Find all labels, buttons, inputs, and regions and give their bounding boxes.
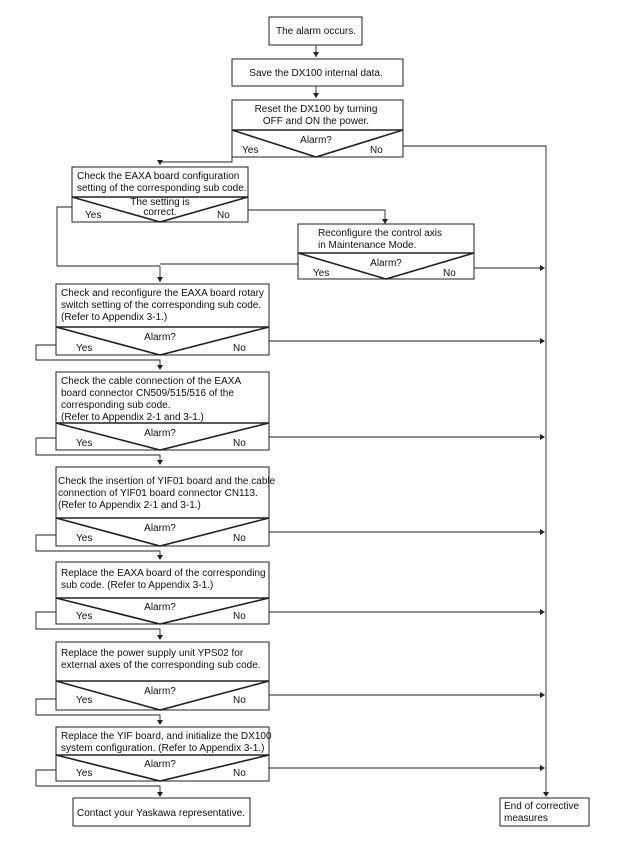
decision-alarm-label: Alarm?: [144, 686, 176, 697]
step-reconfigure-line-2: in Maintenance Mode.: [318, 240, 416, 251]
decision-setting-correct-line-1: The setting is: [130, 197, 189, 208]
decision-triangle: [297, 252, 475, 280]
step-end-line-2: measures: [504, 813, 548, 824]
decision-triangle: [231, 129, 404, 158]
step-save-text: Save the DX100 internal data.: [249, 68, 382, 79]
decision-no-label: No: [233, 611, 246, 622]
arrow-heads: [157, 52, 549, 797]
decision-triangle: [71, 196, 249, 223]
decision-no-label: No: [443, 268, 456, 279]
step-check-config-line-1: Check the EAXA board configuration: [77, 171, 239, 182]
step-replace-power-line-1: Replace the power supply unit YPS02 for: [61, 648, 244, 659]
step-check-config-line-2: setting of the corresponding sub code.: [77, 183, 247, 194]
step-cable-line-4: (Refer to Appendix 2-1 and 3-1.): [61, 412, 204, 423]
step-check-yif01-insertion: Check the insertion of YIF01 board and t…: [55, 466, 276, 547]
decision-yes-label: Yes: [76, 343, 92, 354]
decision-yes-label: Yes: [85, 210, 101, 221]
decision-triangle: [55, 754, 270, 782]
step-check-eaxa-configuration: Check the EAXA board configuration setti…: [71, 166, 249, 223]
step-replace-yif-line-2: system configuration. (Refer to Appendix…: [61, 743, 264, 754]
step-replace-yif-line-1: Replace the YIF board, and initialize th…: [61, 731, 272, 742]
decision-no-label: No: [233, 695, 246, 706]
step-alarm-occurs: The alarm occurs.: [268, 16, 363, 46]
decision-yes-label: Yes: [242, 145, 258, 156]
step-end-of-measures: End of corrective measures: [499, 797, 590, 827]
step-reset-power: Reset the DX100 by turning OFF and ON th…: [231, 99, 404, 158]
step-reconfigure-line-1: Reconfigure the control axis: [318, 228, 442, 239]
step-rotary-line-3: (Refer to Appendix 3-1.): [61, 312, 167, 323]
step-cable-line-3: corresponding sub code.: [61, 400, 171, 411]
decision-triangle: [55, 326, 270, 356]
step-yif01-line-1: Check the insertion of YIF01 board and t…: [58, 476, 276, 487]
step-replace-eaxa-line-2: sub code. (Refer to Appendix 3-1.): [61, 580, 213, 591]
decision-triangle: [55, 517, 270, 547]
step-replace-power-line-2: external axes of the corresponding sub c…: [61, 660, 261, 671]
step-alarm-occurs-text: The alarm occurs.: [276, 26, 356, 37]
decision-yes-label: Yes: [76, 438, 92, 449]
step-yif01-line-3: (Refer to Appendix 2-1 and 3-1.): [58, 500, 201, 511]
step-cable-line-1: Check the cable connection of the EAXA: [61, 376, 241, 387]
step-rotary-line-1: Check and reconfigure the EAXA board rot…: [61, 288, 264, 299]
decision-no-label: No: [370, 145, 383, 156]
decision-triangle: [55, 597, 270, 625]
decision-yes-label: Yes: [76, 533, 92, 544]
step-contact-text: Contact your Yaskawa representative.: [77, 808, 245, 819]
decision-alarm-label: Alarm?: [144, 602, 176, 613]
step-reset-line-2: OFF and ON the power.: [263, 116, 369, 127]
decision-yes-label: Yes: [76, 611, 92, 622]
decision-alarm-label: Alarm?: [370, 258, 402, 269]
decision-no-label: No: [217, 210, 230, 221]
decision-alarm-label: Alarm?: [300, 135, 332, 146]
decision-setting-correct-line-2: correct.: [143, 207, 176, 218]
connector-lines: [35, 45, 547, 792]
step-replace-power-supply: Replace the power supply unit YPS02 for …: [55, 641, 270, 711]
decision-yes-label: Yes: [313, 268, 329, 279]
decision-alarm-label: Alarm?: [144, 332, 176, 343]
step-end-line-1: End of corrective: [504, 801, 579, 812]
step-save-internal-data: Save the DX100 internal data.: [231, 58, 404, 87]
decision-alarm-label: Alarm?: [144, 523, 176, 534]
decision-alarm-label: Alarm?: [144, 759, 176, 770]
decision-no-label: No: [233, 768, 246, 779]
step-reset-line-1: Reset the DX100 by turning: [255, 104, 378, 115]
decision-no-label: No: [233, 438, 246, 449]
step-check-cable-connection: Check the cable connection of the EAXA b…: [55, 371, 270, 451]
step-replace-eaxa-board: Replace the EAXA board of the correspond…: [55, 561, 270, 625]
step-replace-yif-board: Replace the YIF board, and initialize th…: [55, 726, 272, 782]
decision-no-label: No: [233, 533, 246, 544]
step-replace-eaxa-line-1: Replace the EAXA board of the correspond…: [61, 568, 266, 579]
decision-yes-label: Yes: [76, 695, 92, 706]
decision-alarm-label: Alarm?: [144, 428, 176, 439]
step-check-rotary-switch: Check and reconfigure the EAXA board rot…: [55, 283, 270, 356]
decision-triangle: [55, 422, 270, 451]
step-reconfigure-control-axis: Reconfigure the control axis in Maintena…: [297, 223, 475, 280]
decision-no-label: No: [233, 343, 246, 354]
step-cable-line-2: board connector CN509/515/516 of the: [61, 388, 234, 399]
step-contact-yaskawa: Contact your Yaskawa representative.: [72, 797, 251, 827]
decision-triangle: [55, 680, 270, 711]
step-rotary-line-2: switch setting of the corresponding sub …: [61, 300, 261, 311]
step-yif01-line-2: connection of YIF01 board connector CN11…: [58, 488, 258, 499]
decision-yes-label: Yes: [76, 768, 92, 779]
